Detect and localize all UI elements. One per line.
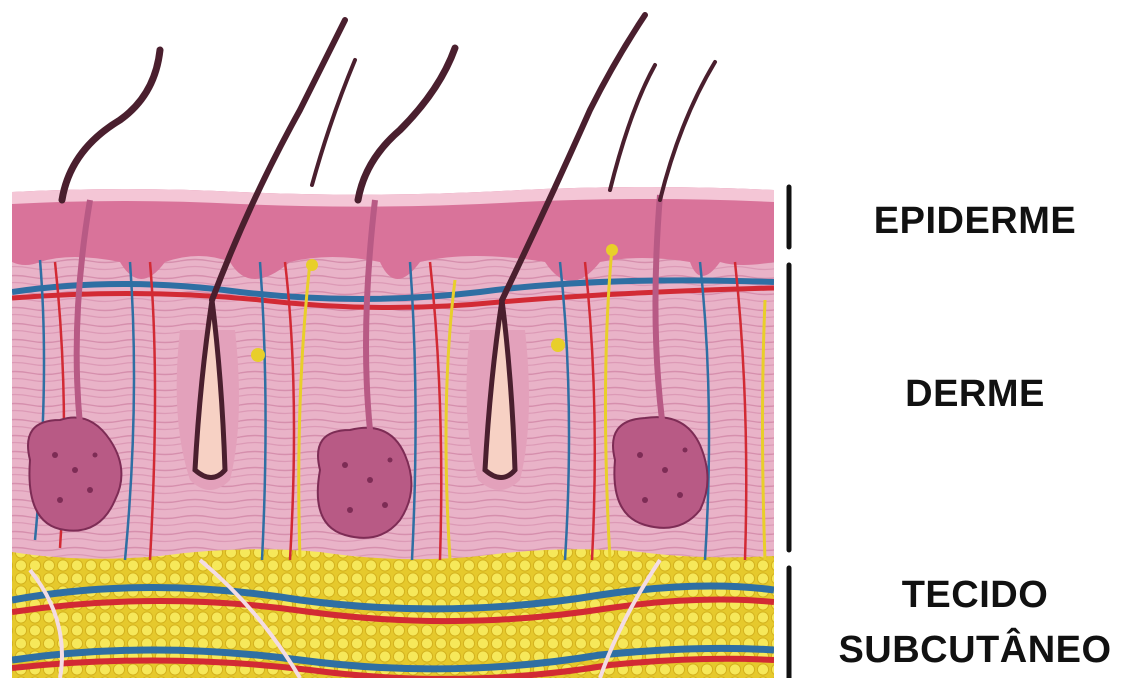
label-epidermis: EPIDERME (874, 200, 1076, 242)
nerve-ending (251, 348, 265, 362)
nerve-ending (551, 338, 565, 352)
nerve-ending (606, 244, 618, 256)
nerve-ending (306, 259, 318, 271)
label-dermis: DERME (905, 373, 1045, 415)
label-subcutaneous-line1: TECIDO (902, 574, 1049, 616)
label-subcutaneous-line2: SUBCUTÂNEO (838, 627, 1111, 671)
